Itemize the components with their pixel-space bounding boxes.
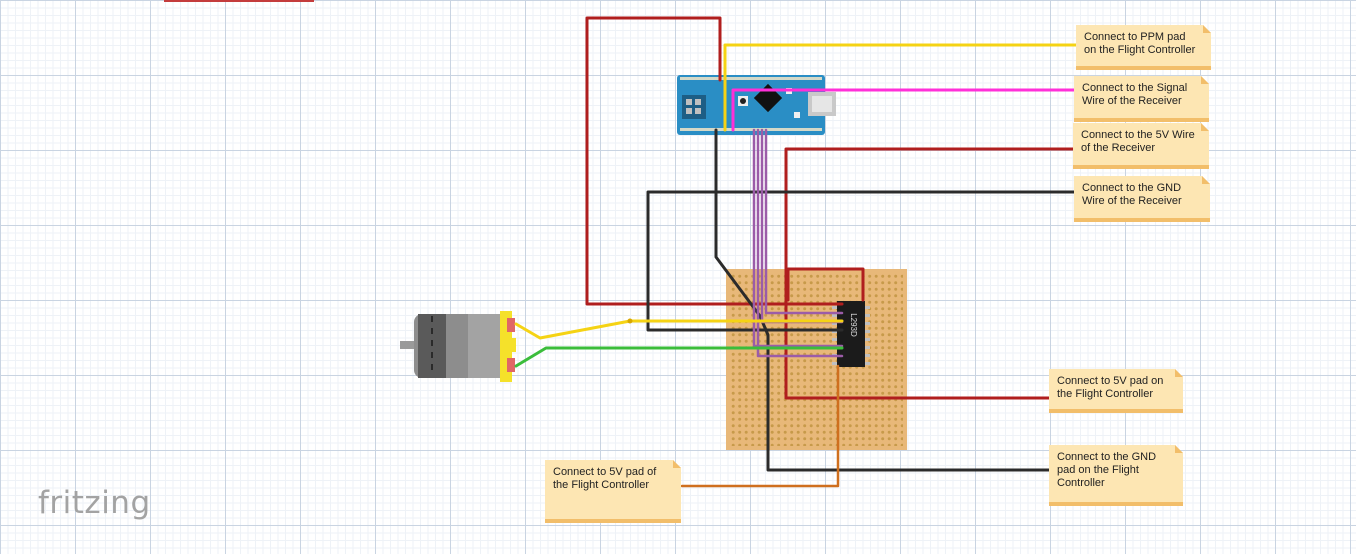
wire-green-motor[interactable] (514, 346, 844, 368)
wire-purple-1[interactable] (756, 128, 844, 358)
perfboard[interactable] (726, 269, 907, 450)
wire-yellow-motor[interactable] (514, 319, 844, 340)
wire-yellow-ppm[interactable] (723, 43, 1082, 132)
top-accent-bar (164, 0, 314, 2)
note-receiver-gnd[interactable]: Connect to the GND Wire of the Receiver (1074, 176, 1210, 222)
dc-motor[interactable] (400, 311, 516, 382)
wire-purple-4[interactable] (752, 128, 844, 348)
note-fc-5v-right[interactable]: Connect to 5V pad on the Flight Controll… (1049, 369, 1183, 413)
note-receiver-signal[interactable]: Connect to the Signal Wire of the Receiv… (1074, 76, 1209, 122)
wire-black-fc-gnd[interactable] (714, 128, 1053, 472)
wire-black-receiver-gnd[interactable] (646, 190, 1078, 332)
note-receiver-5v[interactable]: Connect to the 5V Wire of the Receiver (1073, 123, 1209, 169)
wire-red-chip-jumper[interactable] (786, 267, 865, 302)
wire-red-receiver-5v[interactable] (784, 147, 1078, 400)
fritzing-logo: fritzing (38, 485, 151, 521)
wire-magenta-signal[interactable] (731, 88, 1078, 132)
note-fc-5v-left[interactable]: Connect to 5V pad of the Flight Controll… (545, 460, 681, 523)
arduino-nano[interactable] (677, 75, 836, 135)
chip-label: L293D (849, 313, 858, 337)
note-fc-gnd[interactable]: Connect to the GND pad on the Flight Con… (1049, 445, 1183, 506)
wire-red-arduino-loop[interactable] (585, 16, 844, 306)
wire-purple-3[interactable] (764, 128, 844, 315)
note-ppm-pad[interactable]: Connect to PPM pad on the Flight Control… (1076, 25, 1211, 70)
wire-orange-fc-5v[interactable] (680, 364, 840, 488)
